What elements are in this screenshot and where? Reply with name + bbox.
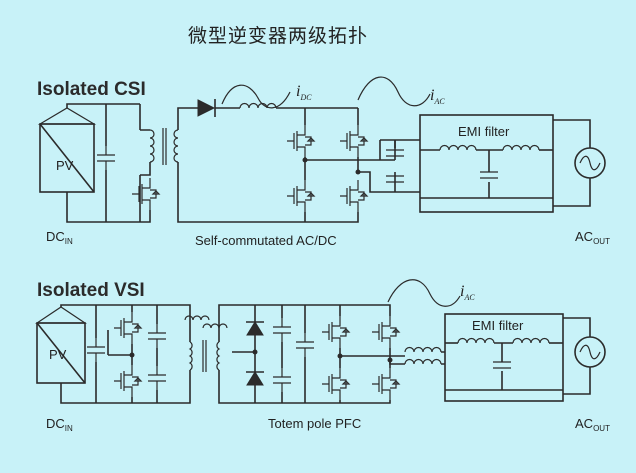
diagram-title: 微型逆变器两级拓扑 bbox=[188, 25, 368, 47]
csi-diode bbox=[197, 99, 216, 117]
csi-ac-out-label: ACOUT bbox=[575, 229, 610, 246]
vsi-pv-label: PV bbox=[49, 347, 67, 362]
vsi-pv-panel-icon bbox=[35, 306, 87, 384]
vsi-ac-current-label: iAC bbox=[460, 283, 475, 302]
vsi-dc-in-label: DCIN bbox=[46, 416, 73, 433]
vsi-stage-label: Totem pole PFC bbox=[268, 416, 361, 431]
isolated-csi-circuit: Isolated CSI PV DCIN bbox=[37, 76, 610, 248]
pv-panel-icon bbox=[37, 107, 97, 193]
csi-heading: Isolated CSI bbox=[37, 79, 146, 100]
csi-dc-in-label: DCIN bbox=[46, 229, 73, 246]
csi-ac-current-label: iAC bbox=[430, 87, 445, 106]
csi-emi-filter-box bbox=[419, 114, 554, 213]
vsi-heading: Isolated VSI bbox=[37, 280, 145, 301]
csi-emi-filter-label: EMI filter bbox=[458, 124, 510, 139]
vsi-emi-filter-label: EMI filter bbox=[472, 318, 524, 333]
csi-dc-current-label: iDC bbox=[296, 83, 312, 102]
isolated-vsi-circuit: Isolated VSI PV DCIN bbox=[35, 279, 610, 433]
csi-pv-label: PV bbox=[56, 158, 74, 173]
vsi-emi-filter-box bbox=[444, 313, 564, 402]
vsi-ac-out-label: ACOUT bbox=[575, 416, 610, 433]
csi-stage-label: Self-commutated AC/DC bbox=[195, 233, 337, 248]
